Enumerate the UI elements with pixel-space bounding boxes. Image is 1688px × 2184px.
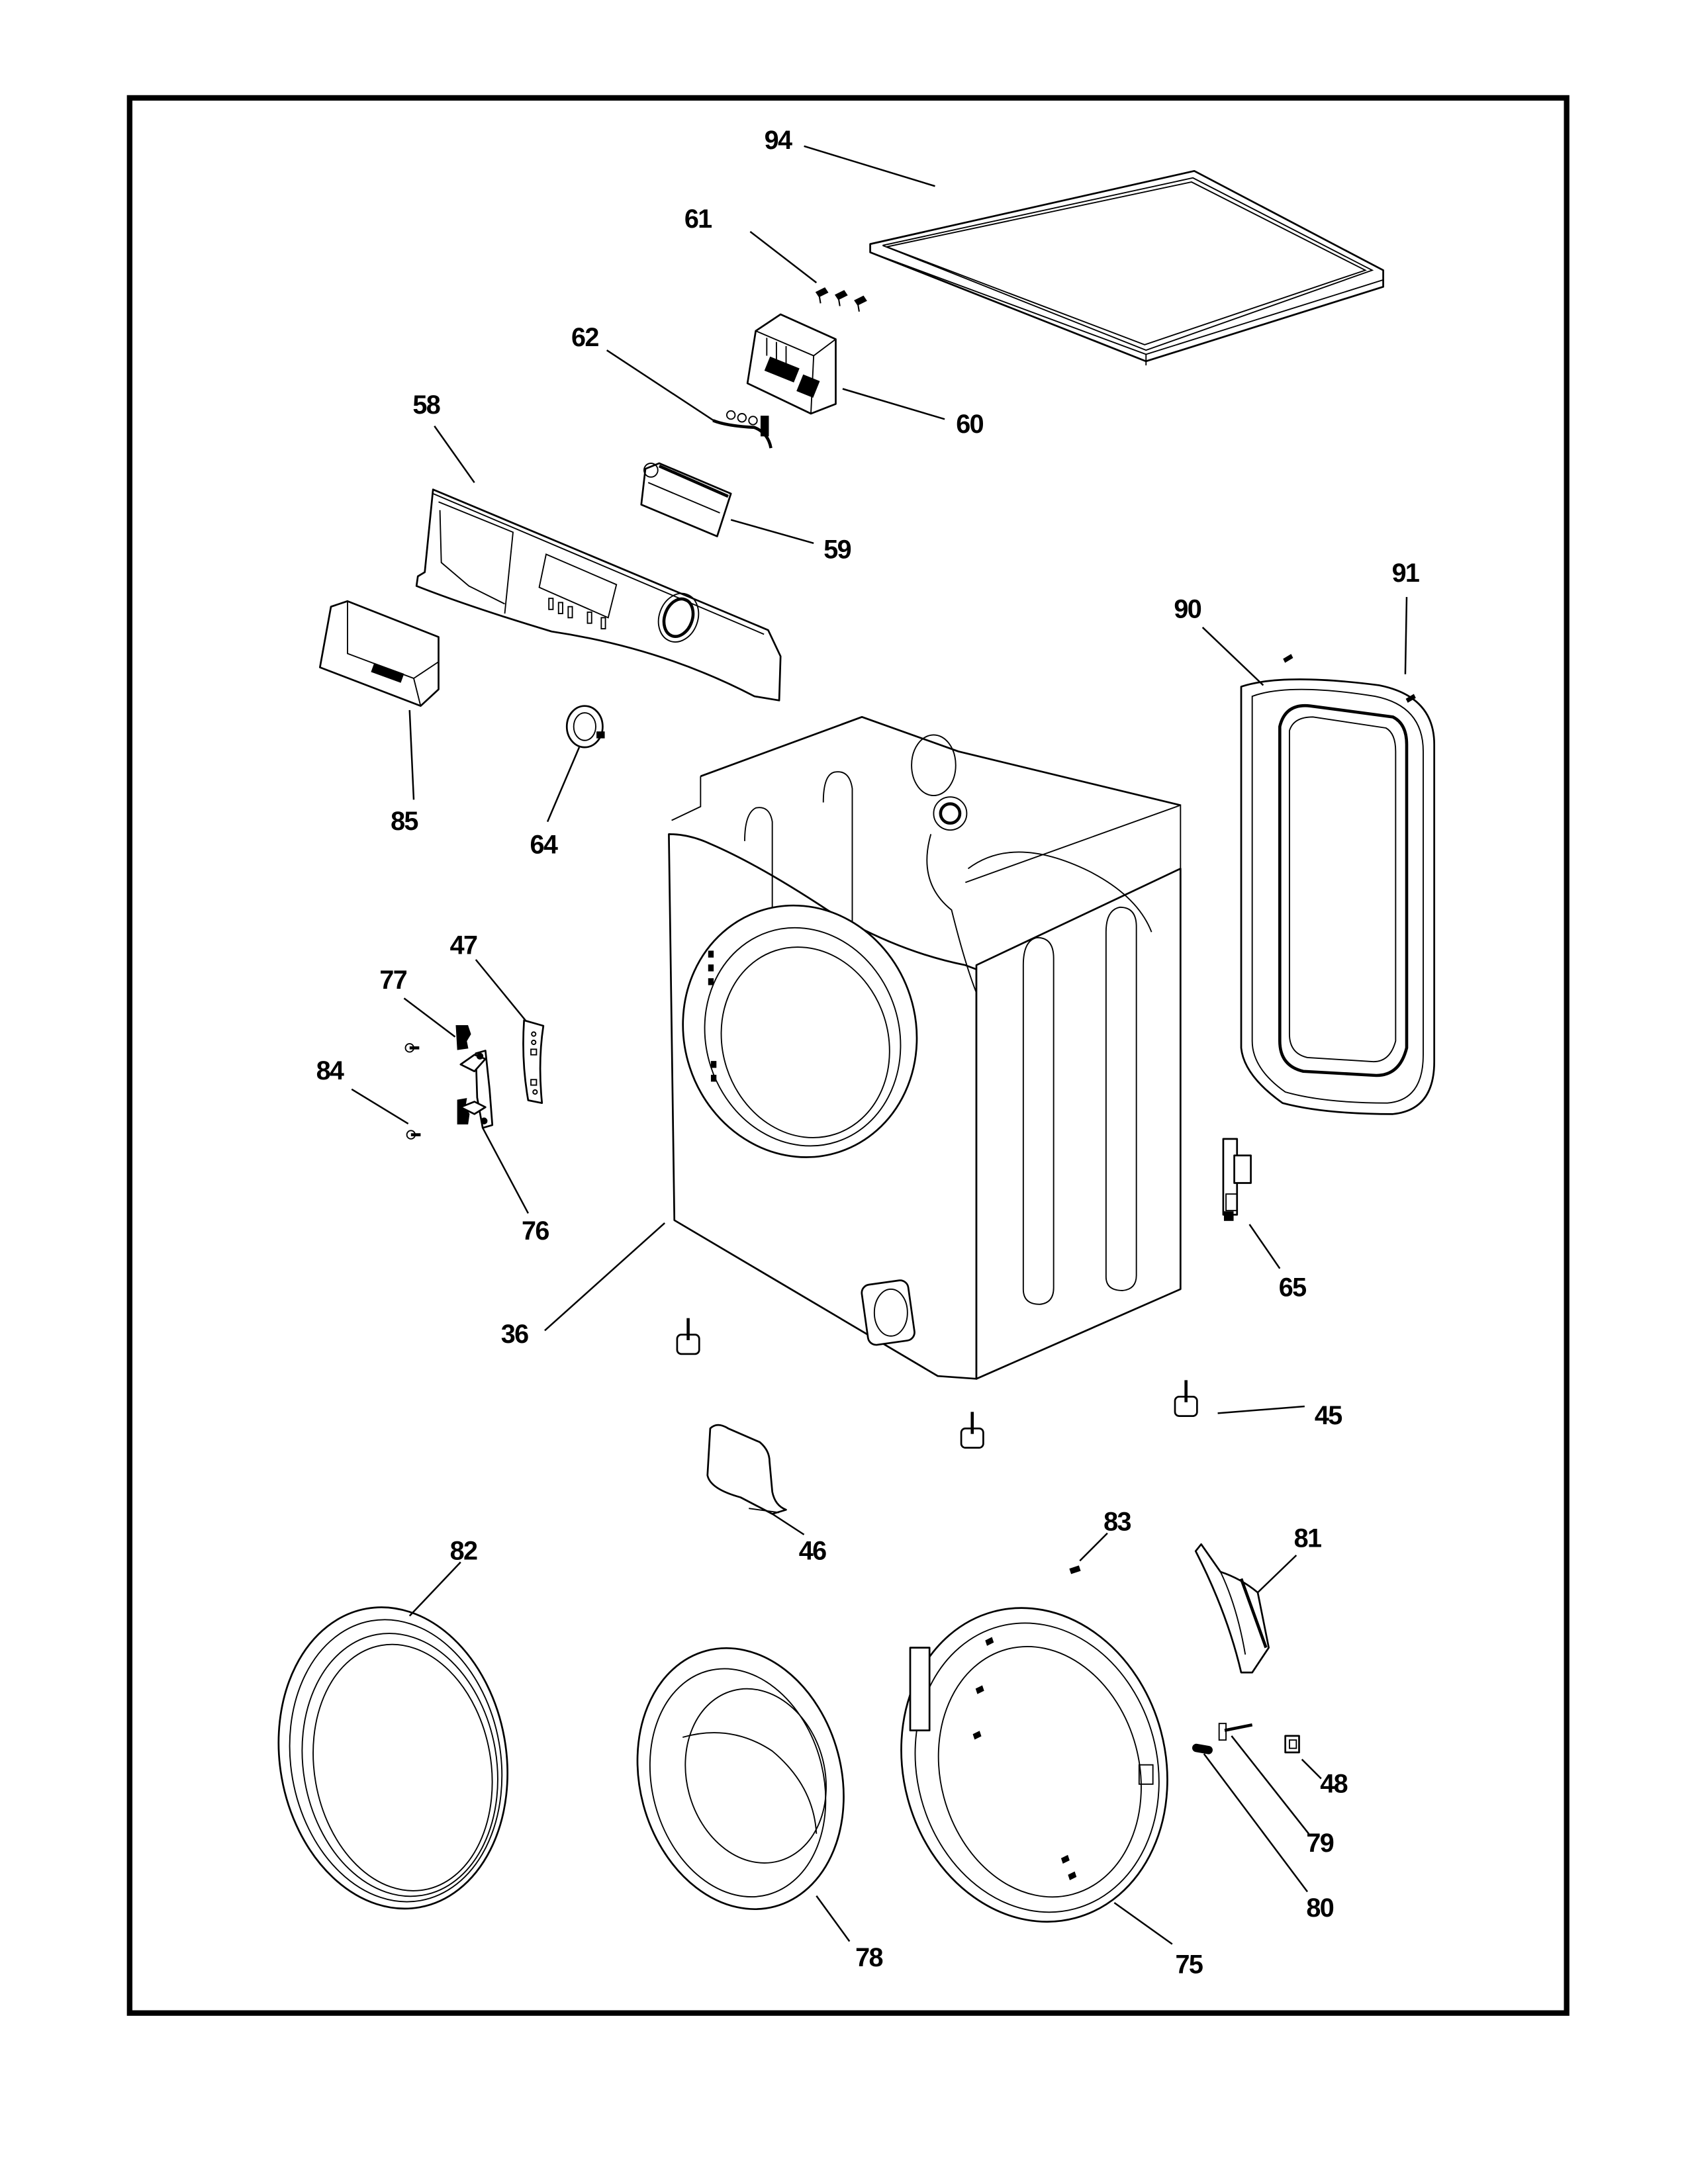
part-door-lock[interactable] (1222, 1138, 1252, 1221)
callout-90[interactable]: 90 (1174, 594, 1202, 623)
callout-82[interactable]: 82 (450, 1536, 479, 1565)
part-top-cover[interactable] (869, 169, 1384, 366)
leader-61 (749, 231, 818, 284)
part-leveling-foot[interactable] (676, 1318, 1198, 1449)
part-wire-harness-clip[interactable] (712, 410, 773, 449)
part-hinge-bushing[interactable] (455, 1024, 471, 1124)
part-cabinet[interactable] (651, 715, 1182, 1380)
callout-62[interactable]: 62 (571, 323, 600, 352)
part-detergent-drawer-handle[interactable] (318, 600, 440, 707)
callout-60[interactable]: 60 (956, 410, 984, 439)
callout-79[interactable]: 79 (1306, 1829, 1335, 1858)
callout-48[interactable]: 48 (1320, 1769, 1348, 1798)
leader-94 (804, 145, 935, 187)
leader-48 (1301, 1758, 1322, 1780)
part-door-glass[interactable] (609, 1625, 872, 1933)
part-hinge-screw[interactable] (404, 1043, 421, 1140)
part-display-window[interactable] (640, 462, 732, 537)
part-outer-door-ring[interactable] (256, 1589, 531, 1927)
leader-36 (544, 1222, 666, 1332)
leader-85 (408, 709, 415, 800)
part-door-screw[interactable] (1069, 1565, 1081, 1574)
callout-78[interactable]: 78 (855, 1943, 884, 1972)
callout-94[interactable]: 94 (765, 126, 794, 155)
leader-76 (482, 1127, 530, 1214)
part-latch-spring[interactable] (1192, 1743, 1213, 1754)
part-door-latch-hook[interactable] (1218, 1723, 1253, 1741)
callout-labels: 94 61 62 60 58 59 85 64 90 91 47 77 84 7… (316, 126, 1421, 1979)
leader-45 (1217, 1405, 1305, 1414)
leader-62 (606, 349, 716, 423)
callout-91[interactable]: 91 (1392, 559, 1421, 588)
leader-64 (546, 747, 581, 823)
part-hinge-cover[interactable] (522, 1019, 545, 1105)
leader-65 (1248, 1224, 1281, 1269)
part-filter-access-door[interactable] (706, 1424, 787, 1515)
leader-lines (351, 145, 1408, 1945)
part-rear-panel-screw[interactable] (1283, 654, 1416, 703)
leader-84 (351, 1088, 409, 1124)
callout-80[interactable]: 80 (1306, 1893, 1335, 1923)
callout-36[interactable]: 36 (501, 1320, 530, 1349)
leader-59 (730, 519, 814, 545)
callout-46[interactable]: 46 (799, 1536, 827, 1565)
callout-85[interactable]: 85 (391, 807, 419, 836)
callout-81[interactable]: 81 (1294, 1524, 1323, 1553)
leader-91 (1404, 597, 1408, 674)
leader-60 (842, 388, 945, 420)
callout-58[interactable]: 58 (412, 390, 441, 420)
callout-59[interactable]: 59 (823, 535, 852, 565)
leader-77 (403, 997, 456, 1038)
callout-77[interactable]: 77 (379, 966, 408, 995)
part-strike-block[interactable] (1284, 1735, 1300, 1754)
part-screws[interactable] (815, 287, 867, 312)
callout-65[interactable]: 65 (1279, 1273, 1307, 1302)
part-door-handle[interactable] (1194, 1543, 1270, 1674)
callout-75[interactable]: 75 (1175, 1950, 1203, 1979)
leader-81 (1257, 1555, 1297, 1594)
leader-58 (434, 426, 475, 483)
diagram-border (126, 95, 1570, 2016)
leader-80 (1203, 1753, 1309, 1893)
leader-78 (816, 1895, 851, 1942)
callout-64[interactable]: 64 (530, 831, 559, 860)
leader-82 (408, 1561, 461, 1617)
leader-47 (475, 959, 526, 1021)
leader-79 (1231, 1735, 1310, 1835)
part-control-panel[interactable] (415, 488, 782, 702)
leader-83 (1079, 1532, 1108, 1562)
part-control-board-housing[interactable] (746, 313, 837, 415)
leader-75 (1113, 1901, 1173, 1945)
callout-76[interactable]: 76 (522, 1216, 550, 1246)
callout-47[interactable]: 47 (450, 931, 479, 960)
part-inner-door-ring[interactable] (867, 1578, 1201, 1952)
part-rear-panel[interactable] (1240, 678, 1436, 1115)
part-door-hinge[interactable] (459, 1050, 494, 1129)
leader-90 (1201, 627, 1264, 686)
callout-84[interactable]: 84 (316, 1056, 346, 1085)
leader-46 (771, 1513, 805, 1535)
callout-83[interactable]: 83 (1103, 1508, 1132, 1537)
callout-45[interactable]: 45 (1315, 1401, 1343, 1430)
callout-61[interactable]: 61 (684, 205, 713, 234)
part-program-knob[interactable] (565, 705, 605, 749)
